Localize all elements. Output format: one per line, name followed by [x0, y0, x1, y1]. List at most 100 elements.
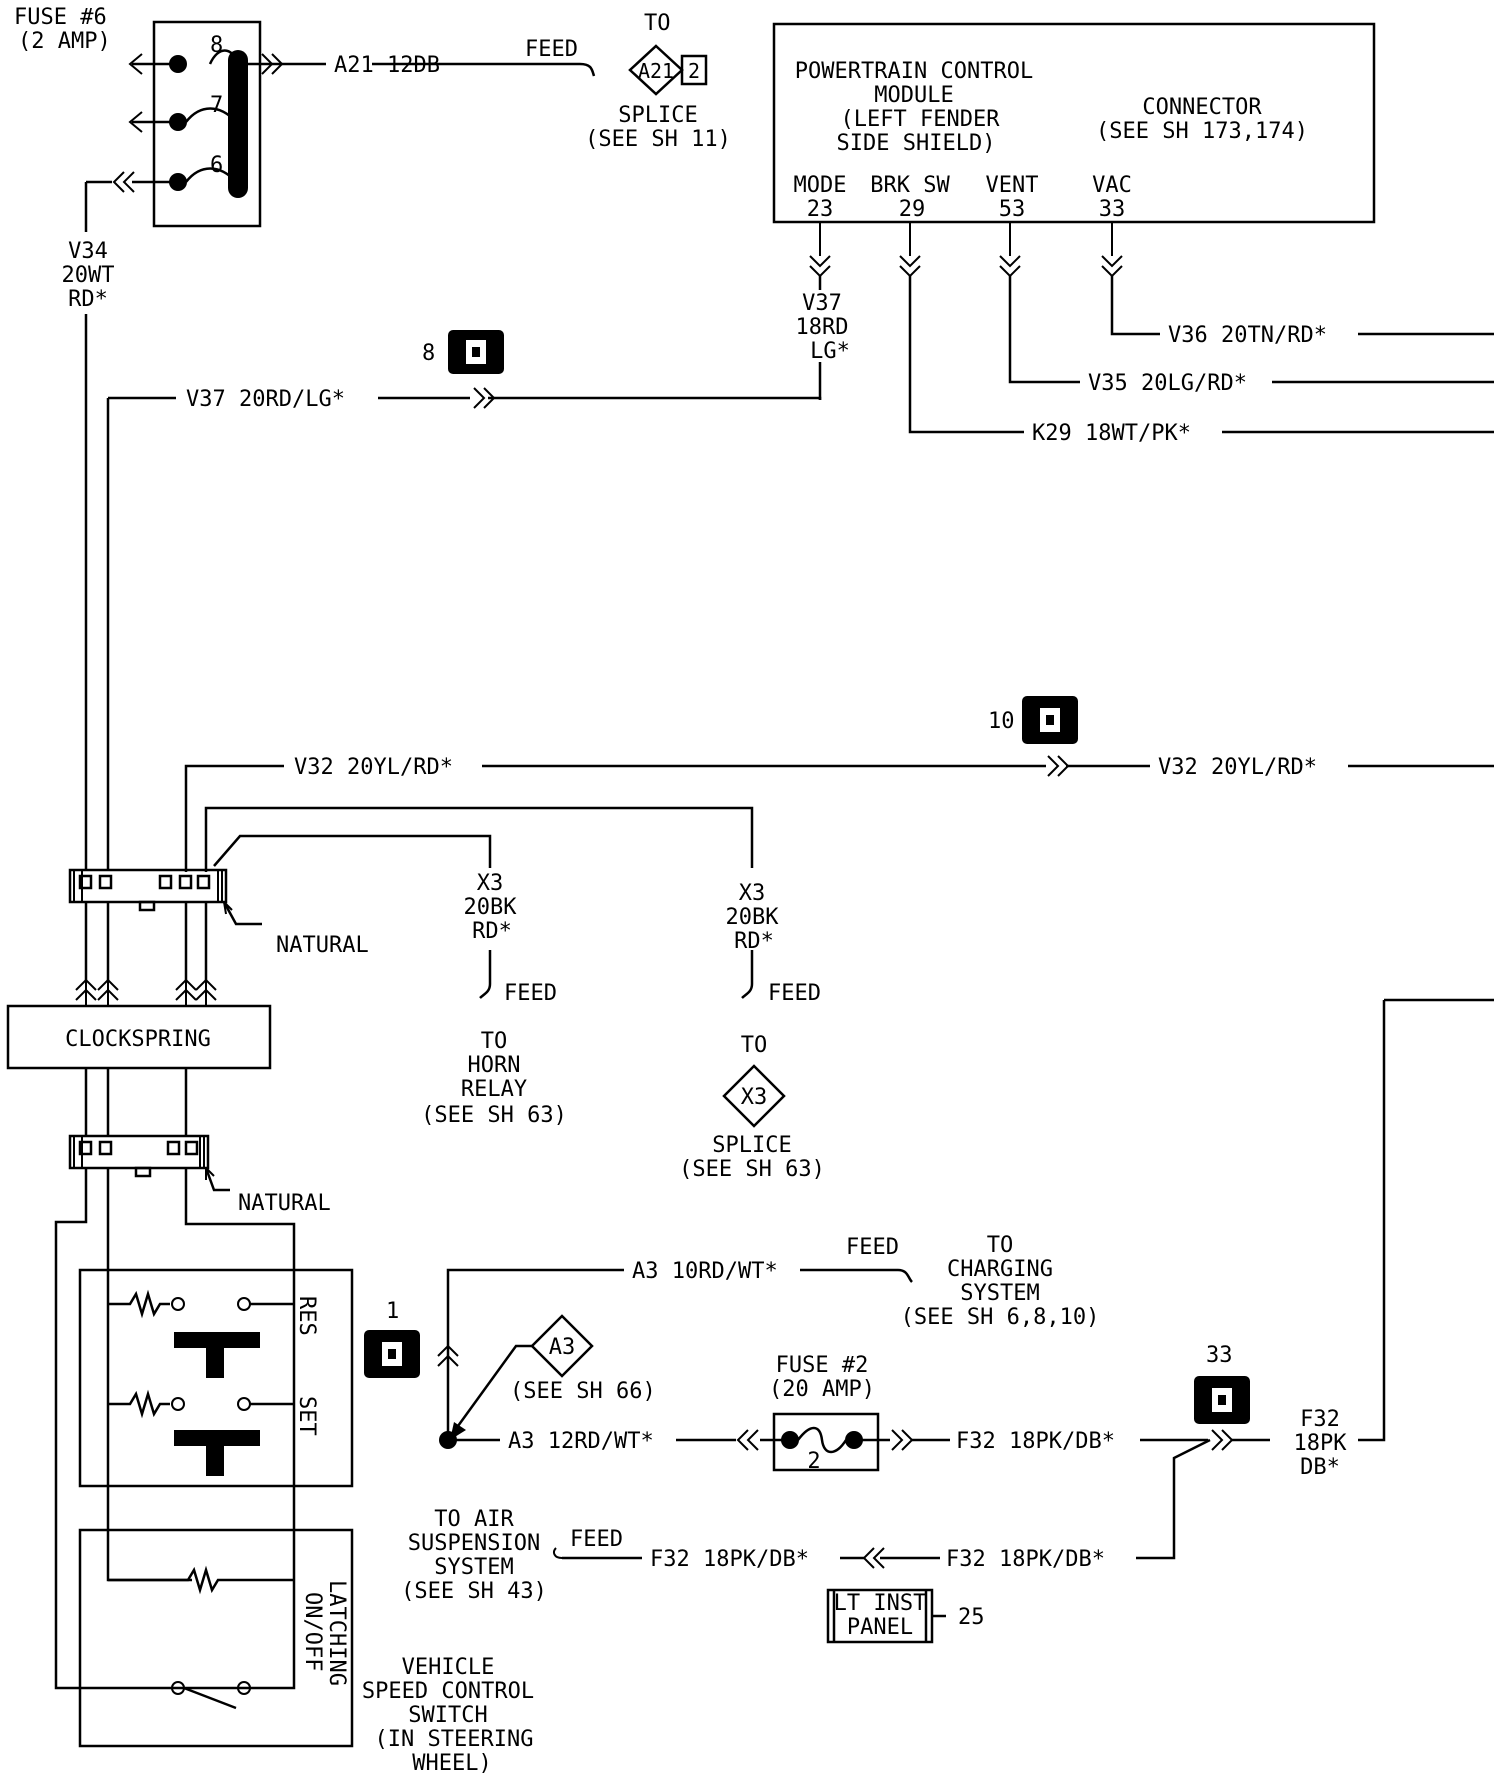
x3-splice-diamond [722, 1064, 786, 1128]
fuse-6-rating: (2 AMP) [18, 29, 111, 54]
v34-label-3: RD* [68, 287, 108, 312]
connector-8-num: 8 [422, 341, 435, 366]
x3-b-label-1: X3 [739, 881, 766, 906]
v34-circuit: V34 20WT RD* [62, 180, 115, 870]
switch-title-3: SWITCH [408, 1703, 487, 1728]
upper-natural-label: NATURAL [276, 933, 369, 958]
f32-bottom-right-label: F32 18PK/DB* [946, 1547, 1105, 1572]
lt-inst-panel-line-1: LT INST [834, 1591, 927, 1616]
lower-natural-label: NATURAL [238, 1191, 331, 1216]
charging-line-2: CHARGING [947, 1257, 1053, 1282]
fuse-6-block: FUSE #6 (2 AMP) 8 7 6 [14, 5, 262, 228]
res-set-box [78, 1268, 354, 1488]
a21-splice-label: SPLICE [618, 103, 697, 128]
fuse-2: FUSE #2 (20 AMP) 2 [760, 1353, 914, 1474]
clockspring-lower-connector: NATURAL [68, 1134, 331, 1216]
v36-label: V36 20TN/RD* [1168, 323, 1327, 348]
set-label: SET [294, 1396, 319, 1436]
pcm-pin-connectors [809, 222, 1123, 278]
a3-splice-id: A3 [549, 1335, 576, 1360]
charging-feed: FEED [846, 1235, 899, 1260]
fuse-2-box [772, 1412, 880, 1472]
connector-10-num: 10 [988, 709, 1015, 734]
latching-label-1: LATCHING [324, 1580, 349, 1686]
v37-label-3: LG* [810, 339, 850, 364]
horn-relay-reference: FEED TO HORN RELAY (SEE SH 63) [421, 981, 567, 1128]
x3-splice-line-1: SPLICE [712, 1133, 791, 1158]
res-label: RES [294, 1296, 319, 1336]
clockspring-label: CLOCKSPRING [65, 1027, 211, 1052]
x3-circuits: X3 20BK RD* X3 20BK RD* [204, 806, 779, 999]
x3-a-label-2: 20BK [464, 895, 518, 920]
pcm-pin-vac-num: 33 [1099, 197, 1126, 222]
horn-line-2: HORN [468, 1053, 521, 1078]
v37-label-2: 18RD [796, 315, 849, 340]
air-susp-line-1: TO AIR [434, 1507, 514, 1532]
k29-label: K29 18WT/PK* [1032, 421, 1191, 446]
v34-label-2: 20WT [62, 263, 115, 288]
x3-splice-to: TO [741, 1033, 768, 1058]
fuse-6-busbar [228, 50, 248, 198]
connector-1-num: 1 [386, 1299, 399, 1324]
fuse-6-pin-8: 8 [210, 33, 223, 58]
fuse-2-num: 2 [807, 1449, 820, 1474]
pcm-pin-vent-name: VENT [986, 173, 1039, 198]
air-susp-feed: FEED [570, 1527, 623, 1552]
powertrain-control-module: POWERTRAIN CONTROL MODULE (LEFT FENDER S… [772, 22, 1376, 224]
a21-splice-diamond [628, 44, 684, 96]
f32-bottom-left-label: F32 18PK/DB* [650, 1547, 809, 1572]
a3-circuit: A3 10RD/WT* FEED TO CHARGING SYSTEM (SEE… [437, 1233, 1100, 1454]
switch-title-1: VEHICLE [402, 1655, 495, 1680]
a21-splice-id: A21 [638, 59, 674, 83]
air-susp-line-4: (SEE SH 43) [401, 1579, 547, 1604]
switch-title-4: (IN STEERING [375, 1727, 534, 1752]
pcm-name-3: (LEFT FENDER [841, 107, 1001, 132]
v37-circuit: V37 20RD/LG* 8 [106, 330, 822, 870]
x3-b-label-3: RD* [734, 929, 774, 954]
pcm-name-1: POWERTRAIN CONTROL [795, 59, 1033, 84]
a21-circuit: A21 12DB FEED TO A21 2 SPLICE (SEE SH 11… [248, 11, 731, 152]
f32-circuit: F32 18PK/DB* F32 18PK DB* F32 18PK/DB* F… [562, 998, 1494, 1572]
pcm-pin-mode-num: 23 [807, 197, 834, 222]
x3-splice-reference: FEED TO X3 SPLICE (SEE SH 63) [679, 981, 825, 1182]
a21-wire-label: A21 12DB [334, 53, 440, 78]
x3-splice-feed: FEED [768, 981, 821, 1006]
fuse-2-title: FUSE #2 [776, 1353, 869, 1378]
v34-label-1: V34 [68, 239, 108, 264]
air-susp-line-2: SUSPENSION [408, 1531, 540, 1556]
a21-splice-num: 2 [688, 59, 700, 83]
pcm-pin-brksw-name: BRK SW [870, 173, 950, 198]
v35-label: V35 20LG/RD* [1088, 371, 1247, 396]
a21-to-label: TO [644, 11, 671, 36]
latching-box [78, 1528, 354, 1748]
a3-splice-diamond [530, 1314, 594, 1378]
f32-right-label: F32 18PK/DB* [956, 1429, 1115, 1454]
air-susp-line-3: SYSTEM [434, 1555, 513, 1580]
pcm-connector-2: (SEE SH 173,174) [1096, 119, 1308, 144]
charging-line-1: TO [987, 1233, 1014, 1258]
pcm-pin-vent-num: 53 [999, 197, 1026, 222]
fuse-2-rating: (20 AMP) [769, 1377, 875, 1402]
switch-title-2: SPEED CONTROL [362, 1679, 534, 1704]
x3-a-label-3: RD* [472, 919, 512, 944]
pcm-pin-vac-name: VAC [1092, 173, 1132, 198]
pcm-connector-1: CONNECTOR [1142, 95, 1262, 120]
air-suspension-reference: FEED TO AIR SUSPENSION SYSTEM (SEE SH 43… [401, 1507, 623, 1604]
a3-splice-see: (SEE SH 66) [510, 1379, 656, 1404]
a21-feed-label: FEED [525, 37, 578, 62]
speed-control-switch: RES SET LATCHING ON/OFF VEHICLE SPEED CO… [54, 1168, 534, 1774]
clockspring-upper-connector: NATURAL [68, 868, 369, 1006]
horn-line-1: TO [481, 1029, 508, 1054]
lt-inst-panel: LT INST PANEL 25 [826, 1588, 985, 1644]
horn-line-4: (SEE SH 63) [421, 1103, 567, 1128]
pcm-name-2: MODULE [874, 83, 953, 108]
f32-vertical-label-3: DB* [1300, 1455, 1340, 1480]
pcm-pin-brksw-num: 29 [899, 197, 926, 222]
f32-vertical-label-1: F32 [1300, 1407, 1340, 1432]
x3-a-label-1: X3 [477, 871, 504, 896]
latching-label-2: ON/OFF [300, 1592, 325, 1671]
charging-line-4: (SEE SH 6,8,10) [901, 1305, 1100, 1330]
connector-33-num: 33 [1206, 1343, 1233, 1368]
clockspring: CLOCKSPRING [6, 1004, 272, 1136]
